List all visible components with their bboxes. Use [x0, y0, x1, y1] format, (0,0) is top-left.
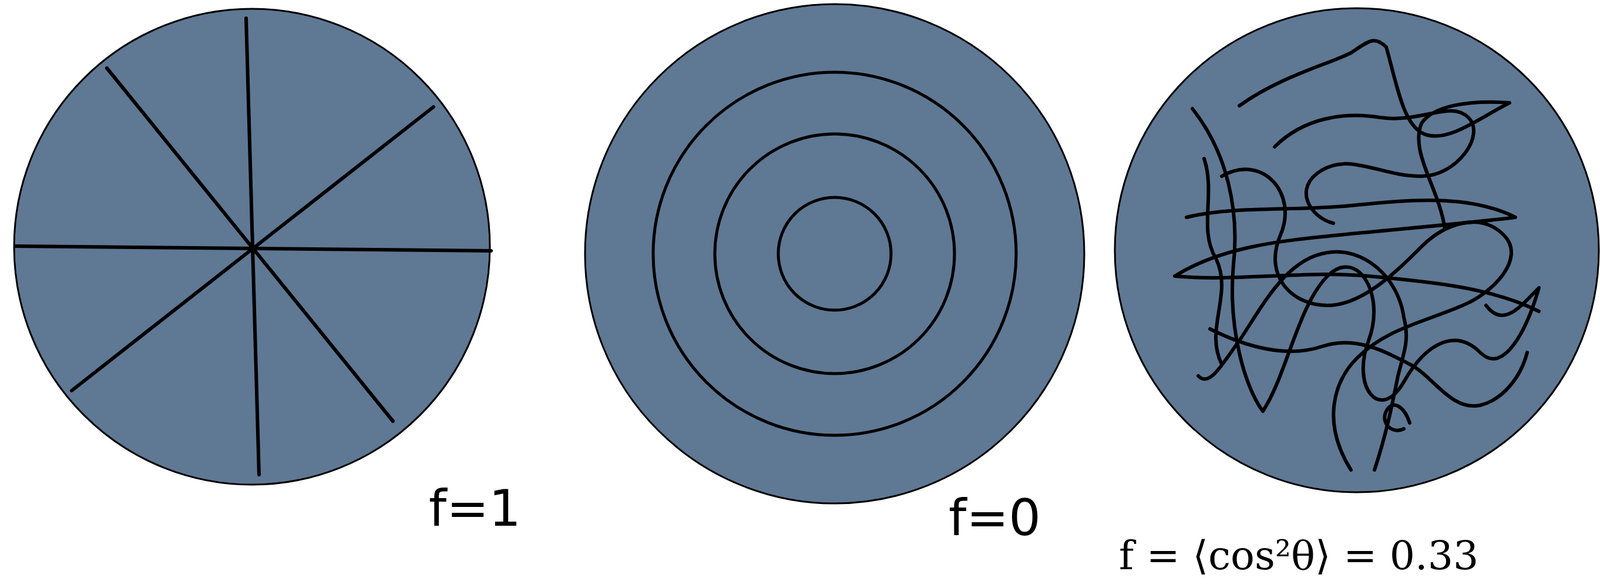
random-disc — [1114, 8, 1599, 493]
radial-disc — [14, 8, 492, 485]
order-label: f=1 — [428, 482, 521, 534]
order-label: f=0 — [948, 492, 1041, 543]
concentric-disc — [585, 4, 1085, 504]
formula-label: f = ⟨cos²θ⟩ = 0.33 — [1118, 535, 1479, 576]
